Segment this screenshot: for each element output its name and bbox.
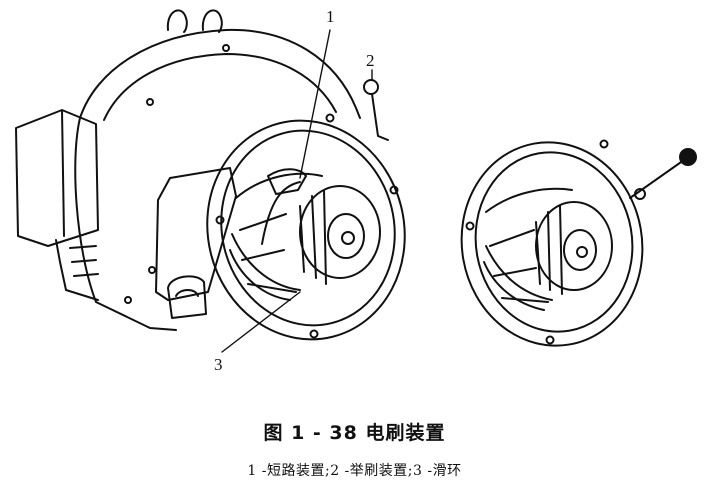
end-shield-bolt [325,113,335,123]
casing-bolt [148,266,156,274]
brush-lifting-knob-right [679,148,697,166]
terminal-box [15,109,99,247]
brush-cables [229,233,301,301]
casing-bolt [222,44,230,52]
motor-casing [74,28,361,331]
end-shield-ring [206,119,406,341]
slip-ring-shaft-right [576,246,588,258]
end-shield-bolt [309,329,319,339]
brush-device-illustration [15,9,697,353]
end-shield-ring-inner [220,129,396,327]
motor-assembly [15,9,406,341]
leader-lines [221,29,373,353]
brush-holders-right [485,187,573,303]
slip-ring-hub [327,213,365,259]
slip-ring-segments-right [535,205,563,295]
terminal-box-base [55,239,99,301]
slip-ring-segments [299,189,327,285]
brush-lifting-rod-right [629,159,685,199]
leader-line-3 [221,291,301,353]
cover-bolt [599,139,609,149]
callout-number-1: 1 [326,7,335,26]
brush-lifting-knob [363,79,379,95]
brush-lifting-pivot [634,188,646,200]
front-housing [155,167,237,301]
cover-ring-inner [474,151,634,333]
lifting-eye-right [201,9,223,33]
end-shield-bolt [215,215,225,225]
brush-cables-right [483,245,553,311]
figure-caption-title: 图 1 - 38 电刷装置 [263,422,446,444]
cover-bolt [545,335,555,345]
callout-number-2: 2 [366,51,375,70]
callout-number-3: 3 [214,355,223,374]
cover-bolt [465,221,475,231]
removed-brush-device [460,139,697,347]
end-shield-bolt [389,185,399,195]
leader-line-1 [299,29,331,179]
slip-ring-right [535,201,613,291]
brush-holders [235,172,323,293]
motor-casing-inner-arc [103,53,337,121]
casing-bolt [124,296,132,304]
slip-ring-hub-right [563,229,597,271]
brush-lifting-rod [371,93,389,141]
short-circuit-device [267,168,307,195]
cover-ring [460,141,644,347]
figure-caption-legend: 1 -短路装置;2 -举刷装置;3 -滑环 [247,463,462,479]
casing-bolt [146,98,154,106]
motor-foot [167,275,207,319]
lifting-eye-left [166,9,188,33]
slip-ring [299,185,381,279]
slip-ring-shaft [341,231,355,245]
